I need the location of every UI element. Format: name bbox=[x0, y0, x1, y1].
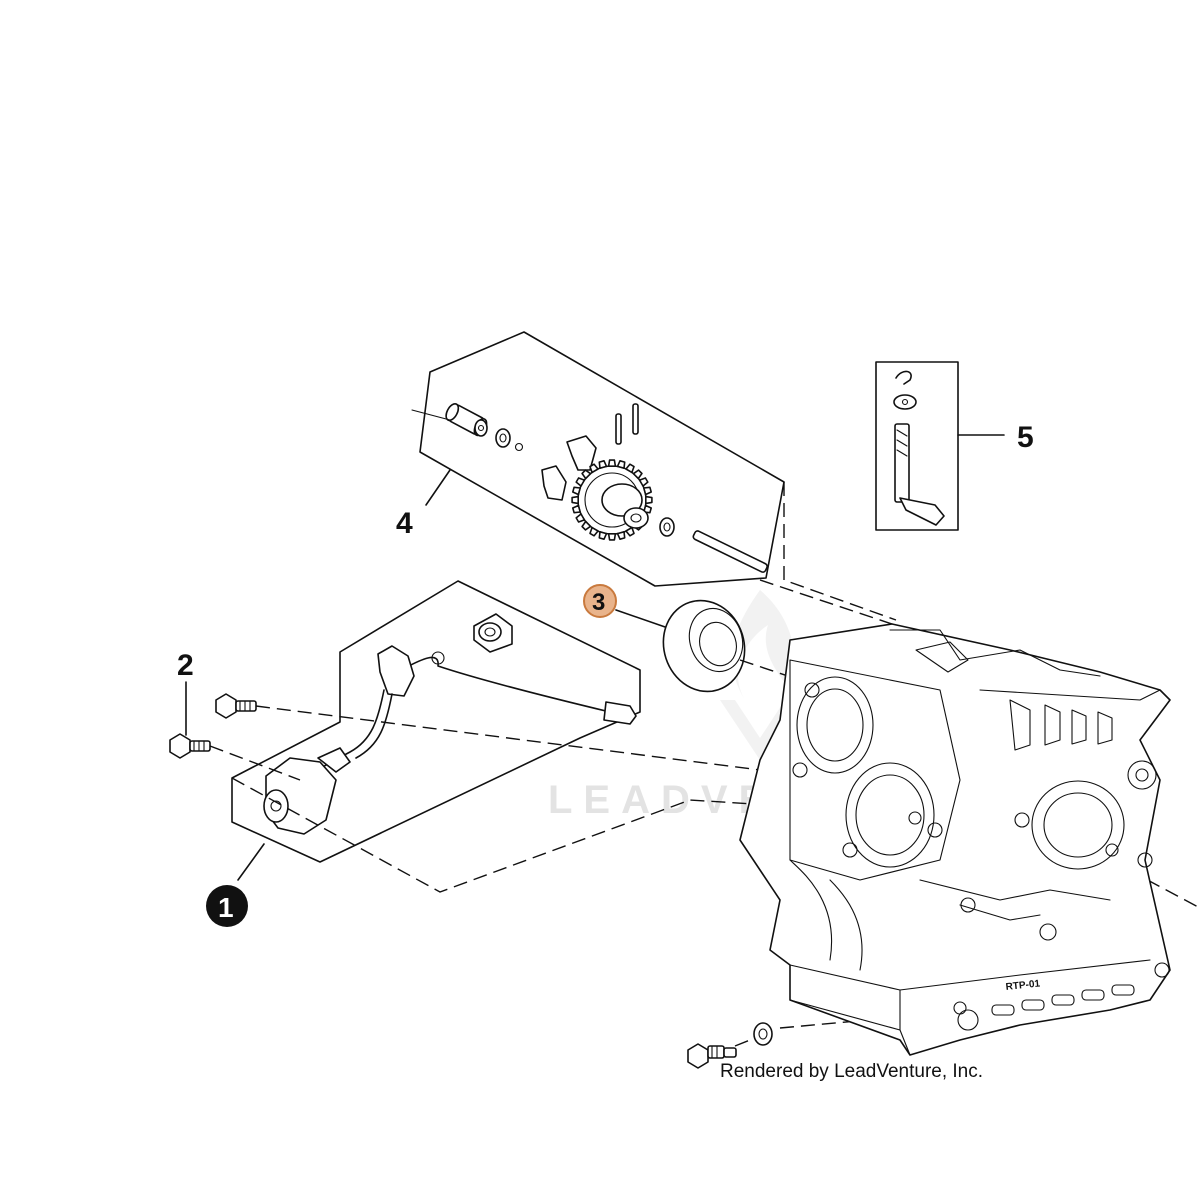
drain-plug-group bbox=[687, 1022, 773, 1069]
gear-tooth bbox=[571, 495, 580, 505]
gear-tooth bbox=[581, 469, 592, 480]
gear-tooth bbox=[616, 459, 626, 470]
governor-arm-group: 5 bbox=[875, 361, 1034, 531]
callout-4: 4 bbox=[396, 507, 413, 540]
gear-tooth bbox=[571, 504, 582, 514]
gear-tooth bbox=[575, 477, 586, 487]
gear-tooth bbox=[625, 526, 635, 537]
callout-2: 2 bbox=[177, 649, 194, 682]
engine-block: RTP-01 bbox=[739, 623, 1171, 1056]
engine-marking: RTP-01 bbox=[1005, 978, 1041, 993]
gear-tooth bbox=[632, 469, 643, 480]
oil-seal-group: 3 bbox=[583, 584, 746, 693]
gear-tooth bbox=[607, 459, 617, 468]
oil-sensor-group: 1 bbox=[206, 580, 641, 927]
gear-tooth bbox=[589, 463, 599, 474]
gear-tooth bbox=[642, 486, 653, 496]
gear-tooth bbox=[571, 486, 582, 496]
gear-tooth bbox=[581, 520, 592, 531]
gear-tooth bbox=[598, 530, 608, 541]
governor-gear bbox=[571, 459, 653, 541]
callout-3: 3 bbox=[592, 589, 605, 616]
gear-tooth bbox=[598, 459, 608, 470]
gear-tooth bbox=[589, 526, 599, 537]
governor-assembly-group: 4 bbox=[396, 331, 785, 587]
callout-1-badge bbox=[206, 885, 248, 927]
callout-5: 5 bbox=[1017, 421, 1034, 454]
gear-tooth bbox=[644, 495, 653, 505]
gear-tooth bbox=[616, 530, 626, 541]
gear-tooth bbox=[575, 513, 586, 523]
credit-text: Rendered by LeadVenture, Inc. bbox=[720, 1061, 983, 1082]
gear-tooth bbox=[638, 477, 649, 487]
gear-tooth bbox=[625, 463, 635, 474]
callout-3-badge bbox=[583, 584, 617, 618]
callout-1: 1 bbox=[218, 892, 234, 923]
gear-tooth bbox=[607, 532, 617, 541]
bolts-group: 2 bbox=[169, 649, 257, 759]
